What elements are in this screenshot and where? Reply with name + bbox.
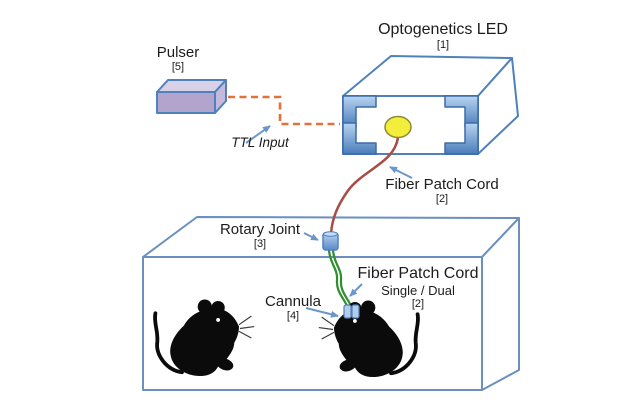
led-bracket-bottom-left bbox=[342, 122, 377, 155]
led-bracket-bottom-right bbox=[444, 122, 479, 155]
fiber-patch-cord-top-arrow bbox=[389, 166, 413, 179]
annotation-arrows bbox=[245, 125, 413, 318]
cannula-implant bbox=[343, 304, 360, 319]
ttl-input-arrow bbox=[245, 125, 271, 144]
fiber-patch-cord-top-text: Fiber Patch Cord bbox=[385, 176, 499, 193]
green-fiber-1 bbox=[327, 249, 350, 309]
fiber-patch-cord-top-label: Fiber Patch Cord [2] bbox=[385, 176, 498, 206]
optogenetics-led-label: Optogenetics LED [1] bbox=[378, 21, 508, 52]
pulser-box bbox=[156, 79, 227, 114]
ttl-input-label-text: TTL Input bbox=[231, 135, 289, 150]
led-corner-brackets bbox=[342, 95, 479, 155]
optogenetics-led-label-text: Optogenetics LED bbox=[378, 21, 508, 38]
rotary-joint-arrow bbox=[303, 232, 319, 241]
fiber-patch-cord-bottom-text: Fiber Patch Cord bbox=[357, 265, 479, 282]
green-fiber-2 bbox=[331, 249, 354, 309]
pulser-label-text: Pulser bbox=[156, 44, 200, 61]
rotary-joint-label-ref: [3] bbox=[253, 238, 267, 250]
fiber-patch-cord-red bbox=[329, 136, 400, 235]
cannula-label-ref: [4] bbox=[286, 310, 300, 322]
ttl-signal-dashed-line bbox=[228, 95, 340, 126]
rotary-joint-label: Rotary Joint [3] bbox=[220, 221, 300, 251]
cannula-label: Cannula [4] bbox=[265, 293, 321, 323]
pulser-box-front-face bbox=[156, 91, 216, 114]
cannula-label-text: Cannula bbox=[265, 293, 321, 310]
led-emitter bbox=[384, 115, 412, 139]
fiber-patch-cord-top-ref: [2] bbox=[435, 193, 449, 205]
cannula-arrow bbox=[305, 307, 339, 318]
optogenetics-led-label-ref: [1] bbox=[436, 39, 450, 51]
fiber-patch-cord-bottom-label: Fiber Patch Cord Single / Dual [2] bbox=[358, 265, 479, 311]
fiber-patch-cord-bottom-arrow bbox=[349, 283, 363, 297]
fiber-patch-cord-bottom-subtext: Single / Dual bbox=[381, 283, 455, 298]
ttl-input-label: TTL Input bbox=[231, 135, 289, 150]
fiber-patch-cord-green-dual bbox=[327, 249, 354, 309]
fiber-patch-cord-bottom-ref: [2] bbox=[411, 298, 425, 310]
pulser-label-ref: [5] bbox=[171, 61, 185, 73]
rotary-joint-label-text: Rotary Joint bbox=[219, 221, 301, 238]
pulser-label: Pulser [5] bbox=[157, 44, 200, 74]
rotary-joint bbox=[322, 231, 339, 251]
